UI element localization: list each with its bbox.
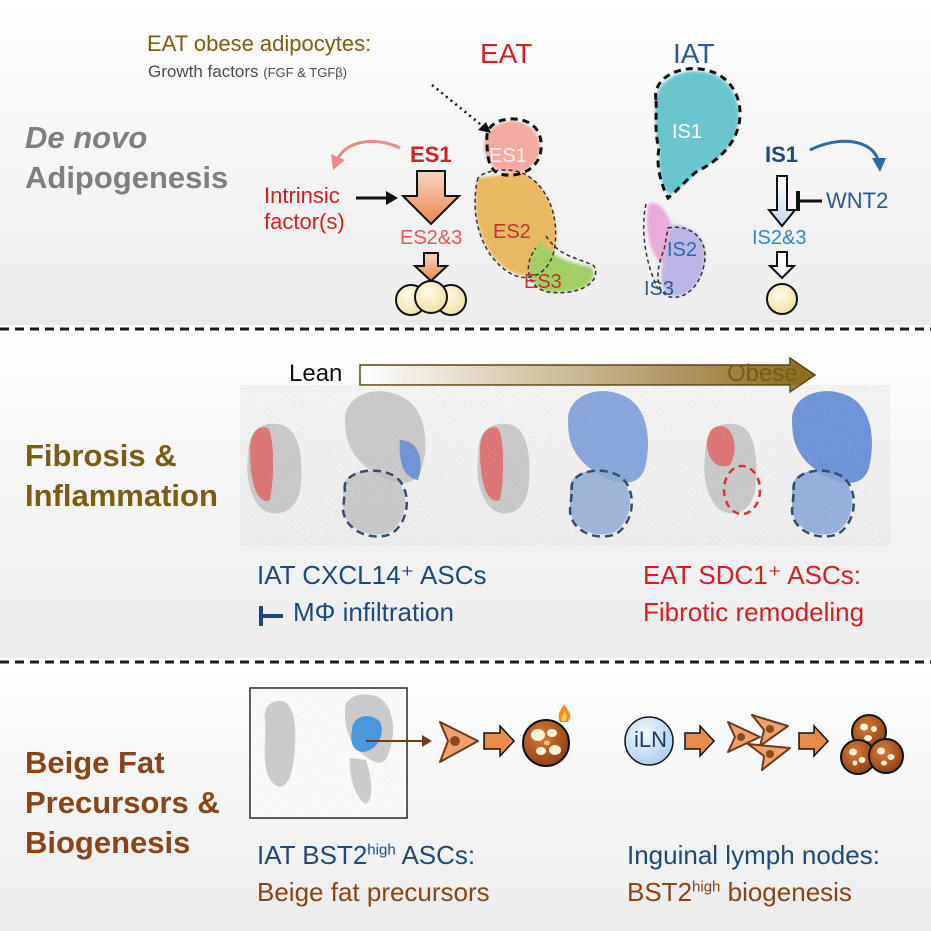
eat-callout-title: EAT obese adipocytes:: [147, 31, 372, 56]
is3-label: IS3: [644, 278, 675, 300]
eat-umap: [475, 121, 594, 293]
orange-arrow-2: [684, 724, 716, 758]
bst2-caption-line1: IAT BST2high ASCs:: [257, 842, 475, 868]
is1-label: IS1: [672, 121, 703, 143]
wnt2-label: WNT2: [826, 188, 889, 213]
is2-outline: [657, 226, 706, 298]
iln-label: iLN: [634, 727, 668, 752]
is1-curve-arrow: [809, 139, 880, 161]
es23-label: ES2&3: [400, 227, 463, 249]
biogenesis-caption-tail: biogenesis: [720, 877, 852, 907]
section-title-denovo: De novo: [25, 120, 148, 155]
is1-outline: [654, 67, 742, 201]
eat-small-arrow: [412, 252, 450, 283]
eat-adipocytes: [395, 280, 467, 316]
biogenesis-caption-main: BST2: [627, 877, 693, 907]
es2-outline: [474, 169, 557, 279]
biogenesis-caption: BST2high biogenesis: [627, 879, 852, 905]
iat-label: IAT: [673, 38, 715, 69]
bst2-caption-main: IAT BST2: [257, 840, 368, 870]
es1-outline: [485, 117, 543, 177]
beige-precursors-caption: Beige fat precursors: [257, 877, 490, 907]
beige-adipocyte-cluster: [840, 714, 904, 775]
orange-arrow-3: [798, 724, 830, 758]
lymph-nodes-caption: Inguinal lymph nodes:: [627, 840, 880, 870]
section-title-precursors: Precursors &: [25, 785, 220, 820]
iat-small-arrow: [767, 251, 797, 280]
section-title-fibrosis: Fibrosis &: [25, 438, 177, 473]
section-title-inflammation: Inflammation: [25, 478, 218, 513]
right-is1-label: IS1: [765, 142, 799, 167]
es1-label: ES1: [489, 145, 527, 167]
biogenesis-caption-sup: high: [692, 878, 721, 896]
eat-sdc1-caption: EAT SDC1⁺ ASCs:: [643, 560, 861, 590]
es1-curve-arrow: [336, 139, 401, 159]
iat-cxcl14-caption: IAT CXCL14⁺ ASCs: [257, 560, 487, 590]
eat-label: EAT: [480, 38, 533, 69]
is23-label: IS2&3: [752, 227, 807, 249]
eat-callout-sub-small: (FGF & TGFβ): [263, 65, 348, 80]
es3-outline: [527, 235, 597, 294]
left-es1-label: ES1: [410, 142, 452, 167]
iat-umap: [646, 71, 739, 297]
es3-label: ES3: [524, 271, 562, 293]
iat-adipocyte: [766, 283, 798, 315]
section-title-biogenesis: Biogenesis: [25, 825, 191, 860]
section-title-adipogenesis: Adipogenesis: [25, 160, 229, 195]
es2-label: ES2: [493, 221, 531, 243]
intrinsic-label-1: Intrinsic: [264, 183, 340, 208]
bst2-caption-tail: ASCs:: [395, 840, 476, 870]
lean-label: Lean: [289, 360, 343, 387]
beige-adipocyte: [522, 704, 571, 767]
intrinsic-label-2: factor(s): [264, 209, 345, 234]
iat-big-arrow: [766, 175, 798, 228]
fibrotic-caption: Fibrotic remodeling: [643, 597, 865, 627]
is2-label: IS2: [667, 239, 698, 261]
orange-arrow-1: [483, 724, 516, 758]
section-title-beige: Beige Fat: [25, 745, 165, 780]
bst2-caption-sup: high: [367, 841, 396, 859]
obese-label: Obese: [727, 360, 798, 387]
is3-outline: [642, 203, 661, 293]
panel-bottom-bg: [0, 666, 931, 931]
macrophage-caption: MΦ infiltration: [293, 597, 454, 627]
eat-big-arrow: [400, 170, 462, 226]
eat-callout-sub-main: Growth factors: [148, 62, 259, 81]
iln-node: [624, 716, 674, 766]
eat-callout-subtitle: Growth factors (FGF & TGFβ): [148, 63, 347, 80]
precursor-cluster: [727, 714, 791, 771]
